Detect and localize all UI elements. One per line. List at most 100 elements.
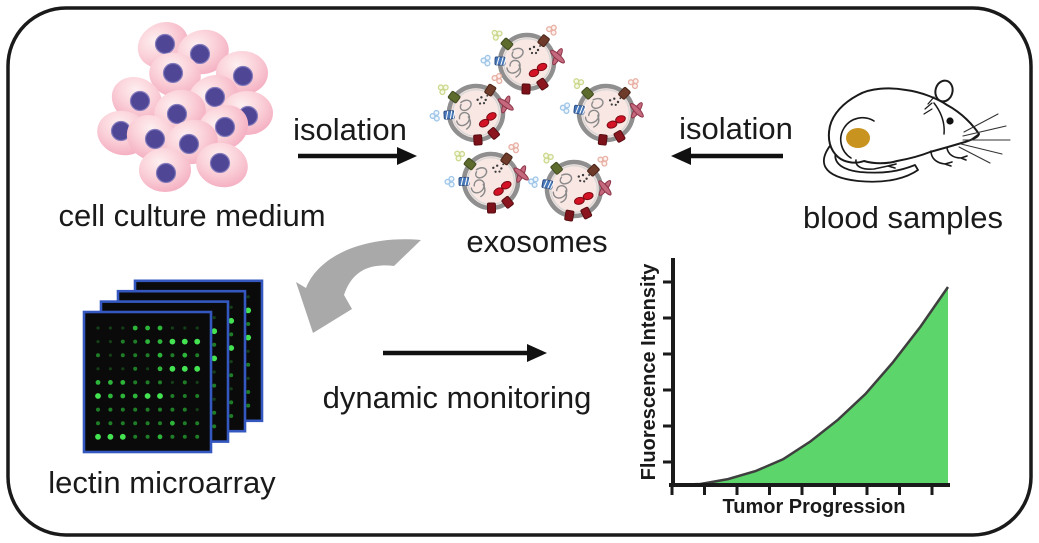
- microarray-dot: [211, 328, 218, 335]
- microarray-dot: [194, 365, 201, 372]
- microarray-dot: [96, 421, 100, 426]
- microarray-dot: [146, 367, 150, 371]
- microarray-dot: [133, 407, 138, 412]
- microarray-dot: [132, 325, 138, 331]
- microarray-dot: [133, 353, 138, 358]
- microarray-dot: [108, 407, 113, 412]
- microarray-dot: [228, 345, 235, 351]
- mouse-tail: [823, 141, 919, 183]
- microarray-dot: [212, 316, 216, 320]
- microarray-dot: [157, 393, 163, 399]
- microarray-dot: [212, 383, 217, 388]
- microarray-dot: [229, 305, 233, 309]
- mouse-ear: [934, 79, 954, 103]
- microarray-dot: [119, 433, 126, 440]
- lectin-microarray-illustration: [82, 279, 264, 454]
- chart-area: [673, 287, 948, 485]
- blood-samples-label: blood samples: [803, 200, 1003, 235]
- microarray-dot: [229, 360, 233, 364]
- fluorescence-chart: Tumor Progression Fluorescence Intensity: [638, 258, 950, 518]
- microarray-dot: [246, 322, 251, 326]
- microarray-dot: [195, 326, 199, 330]
- panel-border: [6, 6, 1033, 537]
- cell-nucleus: [166, 103, 188, 125]
- microarray-dot: [182, 421, 187, 426]
- microarray-dot: [170, 326, 174, 330]
- cell-nucleus: [214, 116, 236, 138]
- microarray-dot: [145, 407, 150, 412]
- microarray-dot: [170, 420, 175, 426]
- microarray-dot: [194, 338, 201, 345]
- microarray-dot: [96, 326, 100, 330]
- microarray-dot: [121, 326, 125, 330]
- microarray-dot: [170, 380, 174, 384]
- chart-curve: [672, 286, 950, 487]
- cell-nucleus: [204, 86, 226, 108]
- microarray-dot: [157, 325, 163, 331]
- microarray-dot: [108, 380, 113, 385]
- microarray-dot: [195, 353, 200, 358]
- mouse-whiskers: [958, 113, 1011, 164]
- microarray-dot: [145, 421, 150, 426]
- microarray-dot: [246, 362, 251, 367]
- microarray-dot: [169, 338, 176, 345]
- microarray-dot: [195, 434, 200, 439]
- microarray-dot: [157, 434, 163, 440]
- microarray-dot: [170, 353, 175, 358]
- microarray-dot: [96, 367, 100, 371]
- microarray-dot: [120, 393, 126, 399]
- microarray-dot: [170, 434, 175, 439]
- microarray-dot: [211, 355, 218, 362]
- microarray-dot: [120, 380, 126, 385]
- microarray-dot: [212, 397, 216, 401]
- cell-culture-medium-label: cell culture medium: [58, 198, 325, 233]
- microarray-dot: [132, 393, 138, 399]
- microarray-dot: [133, 421, 138, 426]
- microarray-dot: [121, 367, 125, 371]
- microarray-dot: [182, 407, 187, 412]
- microarray-dot: [229, 414, 234, 418]
- microarray-dot: [145, 339, 151, 344]
- microarray-dot: [246, 376, 250, 380]
- isolation-arrow-right: [671, 147, 783, 165]
- microarray-dot: [144, 393, 151, 399]
- microarray-dot: [245, 307, 252, 314]
- microarray-dot: [195, 394, 200, 398]
- mouse-haunch-line: [839, 116, 875, 159]
- isolation-right-label: isolation: [679, 111, 793, 146]
- microarray-dot: [120, 339, 125, 344]
- microarray-dot: [157, 339, 163, 344]
- microarray-dot: [246, 295, 250, 299]
- microarray-dot: [246, 403, 251, 408]
- microarray-dot: [183, 326, 187, 330]
- microarray-dot: [108, 340, 112, 344]
- microarray-dot: [182, 434, 187, 439]
- cell-nucleus: [155, 162, 177, 184]
- microarray-dot: [170, 407, 175, 412]
- microarray-dot: [212, 370, 216, 374]
- microarray-dot: [229, 387, 233, 391]
- microarray-dot: [181, 365, 188, 372]
- mouse-illustration: [823, 79, 1011, 183]
- curved-gray-arrow: [296, 239, 421, 333]
- microarray-dot: [96, 340, 100, 344]
- microarray-dot: [133, 434, 138, 439]
- dynamic-monitoring-arrow: [383, 344, 547, 362]
- microarray-dot: [120, 421, 125, 426]
- microarray-dot: [212, 410, 217, 415]
- mouse-legs: [855, 147, 968, 170]
- lectin-microarray-label: lectin microarray: [48, 465, 276, 500]
- isolation-left-label: isolation: [293, 112, 407, 147]
- microarray-dot: [145, 434, 150, 439]
- cell-nucleus: [162, 62, 184, 84]
- exosomes-label: exosomes: [466, 224, 607, 259]
- chart-ticks: [663, 280, 934, 495]
- microarray-dot: [229, 373, 234, 378]
- microarray-dot: [182, 394, 187, 398]
- microarray-dot: [229, 400, 234, 405]
- microarray-dot: [108, 393, 113, 399]
- microarray-dot: [158, 421, 162, 426]
- chart-ylabel: Fluorescence Intensity: [638, 263, 660, 481]
- microarray-dot: [108, 367, 112, 371]
